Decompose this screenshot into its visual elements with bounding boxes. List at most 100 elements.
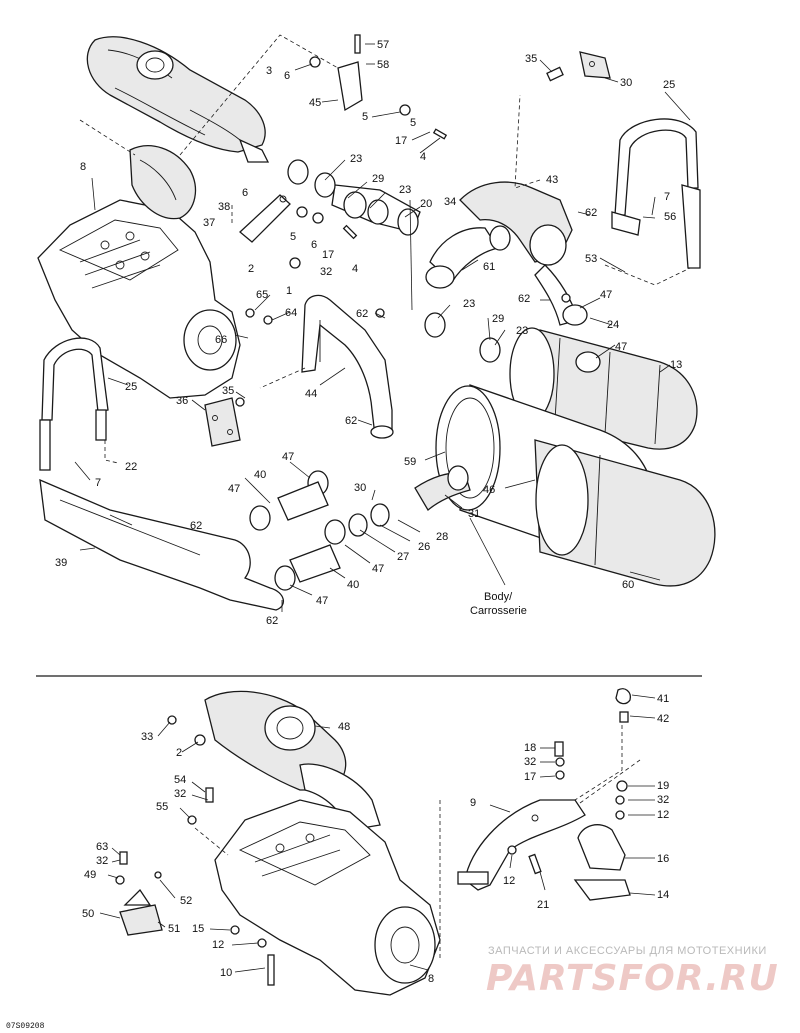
watermark-tagline: ЗАПЧАСТИ И АКСЕССУАРЫ ДЛЯ МОТОТЕХНИКИ — [488, 945, 767, 957]
tuned-pipe-part — [86, 36, 270, 163]
callout-6: 6 — [242, 187, 248, 199]
callout-17: 17 — [395, 135, 407, 147]
callout-56: 56 — [664, 211, 676, 223]
callout-31: 31 — [468, 508, 480, 520]
callout-32: 32 — [174, 788, 186, 800]
callout-6: 6 — [311, 239, 317, 251]
callout-61: 61 — [483, 261, 495, 273]
callout-39: 39 — [55, 557, 67, 569]
callout-10: 10 — [220, 967, 232, 979]
strap-right-part — [611, 118, 701, 269]
callout-7: 7 — [664, 191, 670, 203]
lower-manifold-part — [204, 690, 381, 831]
callout-35: 35 — [525, 53, 537, 65]
callout-62: 62 — [345, 415, 357, 427]
callout-66: 66 — [215, 334, 227, 346]
callout-63: 63 — [96, 841, 108, 853]
diagram-code: 07S09208 — [6, 1022, 45, 1031]
callout-19: 19 — [657, 780, 669, 792]
callout-29: 29 — [372, 173, 384, 185]
callout-8: 8 — [80, 161, 86, 173]
bracket-38-part — [239, 194, 291, 243]
clamps-group — [249, 159, 601, 591]
callout-46: 46 — [483, 484, 495, 496]
engine-bracket-9-part — [457, 799, 586, 891]
callout-40: 40 — [347, 579, 359, 591]
callout-12: 12 — [503, 875, 515, 887]
callout-50: 50 — [82, 908, 94, 920]
callout-62: 62 — [585, 207, 597, 219]
callout-28: 28 — [436, 531, 448, 543]
callout-6: 6 — [284, 70, 290, 82]
callout-53: 53 — [585, 253, 597, 265]
callout-5: 5 — [290, 231, 296, 243]
callout-47: 47 — [282, 451, 294, 463]
callout-38: 38 — [218, 201, 230, 213]
callout-35: 35 — [222, 385, 234, 397]
callout-30: 30 — [354, 482, 366, 494]
callout-23: 23 — [350, 153, 362, 165]
callout-5: 5 — [410, 117, 416, 129]
callout-42: 42 — [657, 713, 669, 725]
callout-29: 29 — [492, 313, 504, 325]
callout-9: 9 — [470, 797, 476, 809]
callout-32: 32 — [96, 855, 108, 867]
callout-24: 24 — [607, 319, 619, 331]
callout-36: 36 — [176, 395, 188, 407]
callout-47: 47 — [372, 563, 384, 575]
callout-32: 32 — [320, 266, 332, 278]
callout-8: 8 — [428, 973, 434, 985]
callout-34: 34 — [444, 196, 456, 208]
hardware-upper-group — [235, 34, 571, 407]
callout-22: 22 — [125, 461, 137, 473]
callout-62: 62 — [518, 293, 530, 305]
callout-13: 13 — [670, 359, 682, 371]
callout-14: 14 — [657, 889, 669, 901]
callout-25: 25 — [663, 79, 675, 91]
callout-55: 55 — [156, 801, 168, 813]
callout-3: 3 — [266, 65, 272, 77]
callout-16: 16 — [657, 853, 669, 865]
sleeves-group — [277, 465, 471, 583]
callout-49: 49 — [84, 869, 96, 881]
body-note-line2: Carrosserie — [470, 605, 527, 617]
engine-block-part — [37, 145, 241, 399]
callout-43: 43 — [546, 174, 558, 186]
callout-47: 47 — [316, 595, 328, 607]
callout-62: 62 — [356, 308, 368, 320]
callout-40: 40 — [254, 469, 266, 481]
callout-48: 48 — [338, 721, 350, 733]
callout-5: 5 — [362, 111, 368, 123]
callout-47: 47 — [228, 483, 240, 495]
lower-exhaust-pipe-part — [39, 478, 284, 611]
callout-2: 2 — [176, 747, 182, 759]
mount-plate-part — [204, 397, 241, 447]
callout-65: 65 — [256, 289, 268, 301]
callout-4: 4 — [352, 263, 358, 275]
callout-23: 23 — [463, 298, 475, 310]
callout-41: 41 — [657, 693, 669, 705]
callout-20: 20 — [420, 198, 432, 210]
watermark-brand: PARTSFOR.RU — [486, 958, 779, 999]
callout-32: 32 — [657, 794, 669, 806]
callout-12: 12 — [657, 809, 669, 821]
leader-lines-lower — [99, 694, 656, 973]
callout-64: 64 — [285, 307, 297, 319]
body-note-line1: Body/ — [484, 591, 513, 603]
callout-17: 17 — [322, 249, 334, 261]
support-50-part — [119, 888, 163, 936]
lower-engine-block-part — [214, 799, 441, 996]
callout-58: 58 — [377, 59, 389, 71]
callout-54: 54 — [174, 774, 186, 786]
callout-57: 57 — [377, 39, 389, 51]
callout-1: 1 — [286, 285, 292, 297]
callout-30: 30 — [620, 77, 632, 89]
hardware-lower-group — [115, 688, 631, 986]
callout-21: 21 — [537, 899, 549, 911]
callout-17: 17 — [524, 771, 536, 783]
callout-45: 45 — [309, 97, 321, 109]
rubber-mount-16-part — [573, 824, 631, 901]
callout-44: 44 — [305, 388, 317, 400]
callout-labels-lower: 41 42 33 2 48 18 32 17 54 32 55 9 19 32 … — [82, 693, 669, 985]
callout-62: 62 — [266, 615, 278, 627]
